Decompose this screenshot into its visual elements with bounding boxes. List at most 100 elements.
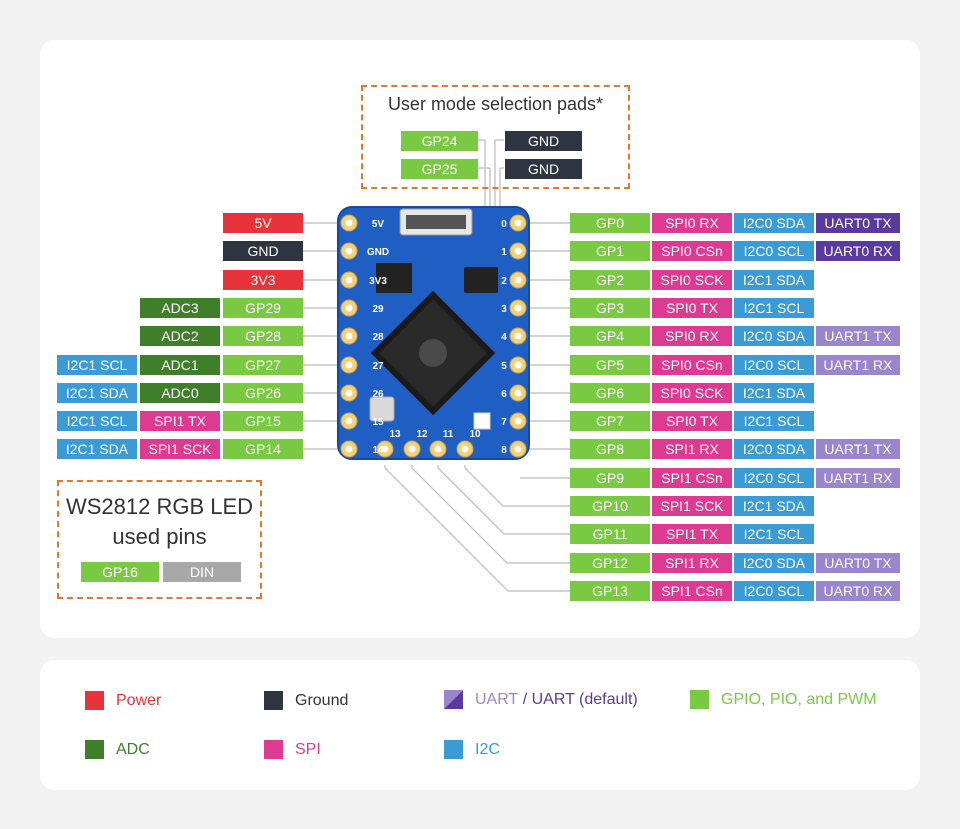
board-left-label-8: 14: [372, 445, 384, 456]
right-pin-10-tag-0: GP10: [570, 496, 650, 516]
board-right-label-8: 8: [501, 445, 507, 456]
board-right-pad-8-hole: [514, 445, 522, 453]
right-pin-4-tag-0: GP4: [570, 326, 650, 346]
right-pin-12-tag-2: I2C0 SDA: [734, 553, 814, 573]
board-right-pad-5-hole: [514, 361, 522, 369]
right-pin-3-tag-0: GP3: [570, 298, 650, 318]
legend-ground-label: Ground: [295, 691, 349, 709]
board-left-label-1: GND: [367, 247, 389, 258]
right-pin-9-tag-1: SPI1 CSn: [652, 468, 732, 488]
right-pin-8-tag-1: SPI1 RX: [652, 439, 732, 459]
board-left-pad-0-hole: [345, 219, 353, 227]
right-pin-1-tag-1: SPI0 CSn: [652, 241, 732, 261]
board-bottom-label-12: 12: [416, 429, 428, 440]
boot-button: [369, 396, 395, 422]
right-pin-4-tag-2: I2C0 SDA: [734, 326, 814, 346]
board-bottom-label-13: 13: [389, 429, 401, 440]
board-right-label-5: 5: [501, 361, 507, 372]
legend-uart-swatch: [444, 690, 463, 709]
board-left-label-6: 26: [372, 389, 384, 400]
board-right-label-0: 0: [501, 219, 507, 230]
board-right-pad-7-hole: [514, 417, 522, 425]
board-left-pad-6-hole: [345, 389, 353, 397]
right-pin-3-tag-1: SPI0 TX: [652, 298, 732, 318]
legend-i2c-swatch: [444, 740, 463, 759]
user-mode-pads-box: User mode selection pads* GP24 GND GP25 …: [361, 85, 630, 189]
right-pin-6-tag-0: GP6: [570, 383, 650, 403]
board-left-label-0: 5V: [372, 219, 385, 230]
pad-tag-gnd-1: GND: [505, 131, 582, 151]
right-pin-12-tag-1: SPI1 RX: [652, 553, 732, 573]
board-right-pad-6-hole: [514, 389, 522, 397]
legend-adc: ADC: [85, 740, 150, 759]
legend-i2c: I2C: [444, 740, 500, 759]
board-right-label-1: 1: [501, 247, 507, 258]
board-left-label-5: 27: [372, 361, 384, 372]
right-pin-2-tag-0: GP2: [570, 270, 650, 290]
board-left-pad-2-hole: [345, 276, 353, 284]
right-pin-1-tag-0: GP1: [570, 241, 650, 261]
legend-gpio-swatch: [690, 690, 709, 709]
board-right-label-7: 7: [501, 417, 507, 428]
right-pin-9-tag-0: GP9: [570, 468, 650, 488]
regulator-chip: [376, 263, 412, 293]
board-bottom-label-11: 11: [443, 429, 454, 440]
board-bottom-pad-10-hole: [461, 445, 469, 453]
right-pin-13-tag-3: UART0 RX: [816, 581, 900, 601]
right-pin-5-tag-3: UART1 RX: [816, 355, 900, 375]
board-left-pad-3-hole: [345, 304, 353, 312]
legend-uart: UART / UART (default): [444, 690, 638, 709]
right-pin-6-tag-1: SPI0 SCK: [652, 383, 732, 403]
right-pin-5-tag-1: SPI0 CSn: [652, 355, 732, 375]
board-right-pad-3-hole: [514, 304, 522, 312]
legend-card: [40, 660, 920, 790]
left-pin-2-tag-0: 3V3: [223, 270, 303, 290]
right-pin-9-tag-3: UART1 RX: [816, 468, 900, 488]
board-bottom-label-10: 10: [469, 429, 481, 440]
right-pin-4-tag-3: UART1 TX: [816, 326, 900, 346]
right-pin-0-tag-0: GP0: [570, 213, 650, 233]
legend-power-label: Power: [116, 691, 162, 709]
right-pin-13-tag-1: SPI1 CSn: [652, 581, 732, 601]
legend-spi-swatch: [264, 740, 283, 759]
right-pin-5-tag-0: GP5: [570, 355, 650, 375]
right-pin-10-tag-2: I2C1 SDA: [734, 496, 814, 516]
right-pin-1-tag-2: I2C0 SCL: [734, 241, 814, 261]
pad-tag-gp25: GP25: [401, 159, 478, 179]
left-pin-0-tag-0: 5V: [223, 213, 303, 233]
left-pin-5-tag-0: GP27: [223, 355, 303, 375]
legend-gpio-label: GPIO, PIO, and PWM: [721, 690, 877, 708]
board-left-pad-8-hole: [345, 445, 353, 453]
board-bottom-pad-11-hole: [434, 445, 442, 453]
left-pin-4-tag-1: ADC2: [140, 326, 220, 346]
right-pin-5-tag-2: I2C0 SCL: [734, 355, 814, 375]
left-pin-5-tag-1: ADC1: [140, 355, 220, 375]
board-right-pad-1-hole: [514, 247, 522, 255]
bottom-pin-line-10: [464, 465, 570, 507]
legend-spi: SPI: [264, 740, 321, 759]
board-right-label-2: 2: [501, 276, 507, 287]
right-pin-0-tag-3: UART0 TX: [816, 213, 900, 233]
left-pin-8-tag-1: SPI1 SCK: [140, 439, 220, 459]
left-pin-1-tag-0: GND: [223, 241, 303, 261]
flash-chip: [464, 267, 498, 293]
right-pin-4-tag-1: SPI0 RX: [652, 326, 732, 346]
left-pin-6-tag-1: ADC0: [140, 383, 220, 403]
ws2812-title-line1: WS2812 RGB LED: [65, 494, 254, 519]
legend-gpio: GPIO, PIO, and PWM: [690, 690, 877, 709]
right-pin-11-tag-1: SPI1 TX: [652, 524, 732, 544]
left-pin-8-tag-0: GP14: [223, 439, 303, 459]
right-pin-7-tag-2: I2C1 SCL: [734, 411, 814, 431]
right-pin-12-tag-0: GP12: [570, 553, 650, 573]
ws2812-title-line2: used pins: [112, 524, 207, 549]
left-pin-8-tag-2: I2C1 SDA: [57, 439, 137, 459]
board-left-label-4: 28: [372, 332, 384, 343]
board-left-pad-4-hole: [345, 332, 353, 340]
board-left-label-3: 29: [372, 304, 384, 315]
board-left-pad-1-hole: [345, 247, 353, 255]
ws2812-box: WS2812 RGB LED used pins GP16 DIN: [57, 480, 262, 599]
legend-power-swatch: [85, 691, 104, 710]
right-pin-0-tag-1: SPI0 RX: [652, 213, 732, 233]
board-left-pad-5-hole: [345, 361, 353, 369]
board-right-pad-0-hole: [514, 219, 522, 227]
